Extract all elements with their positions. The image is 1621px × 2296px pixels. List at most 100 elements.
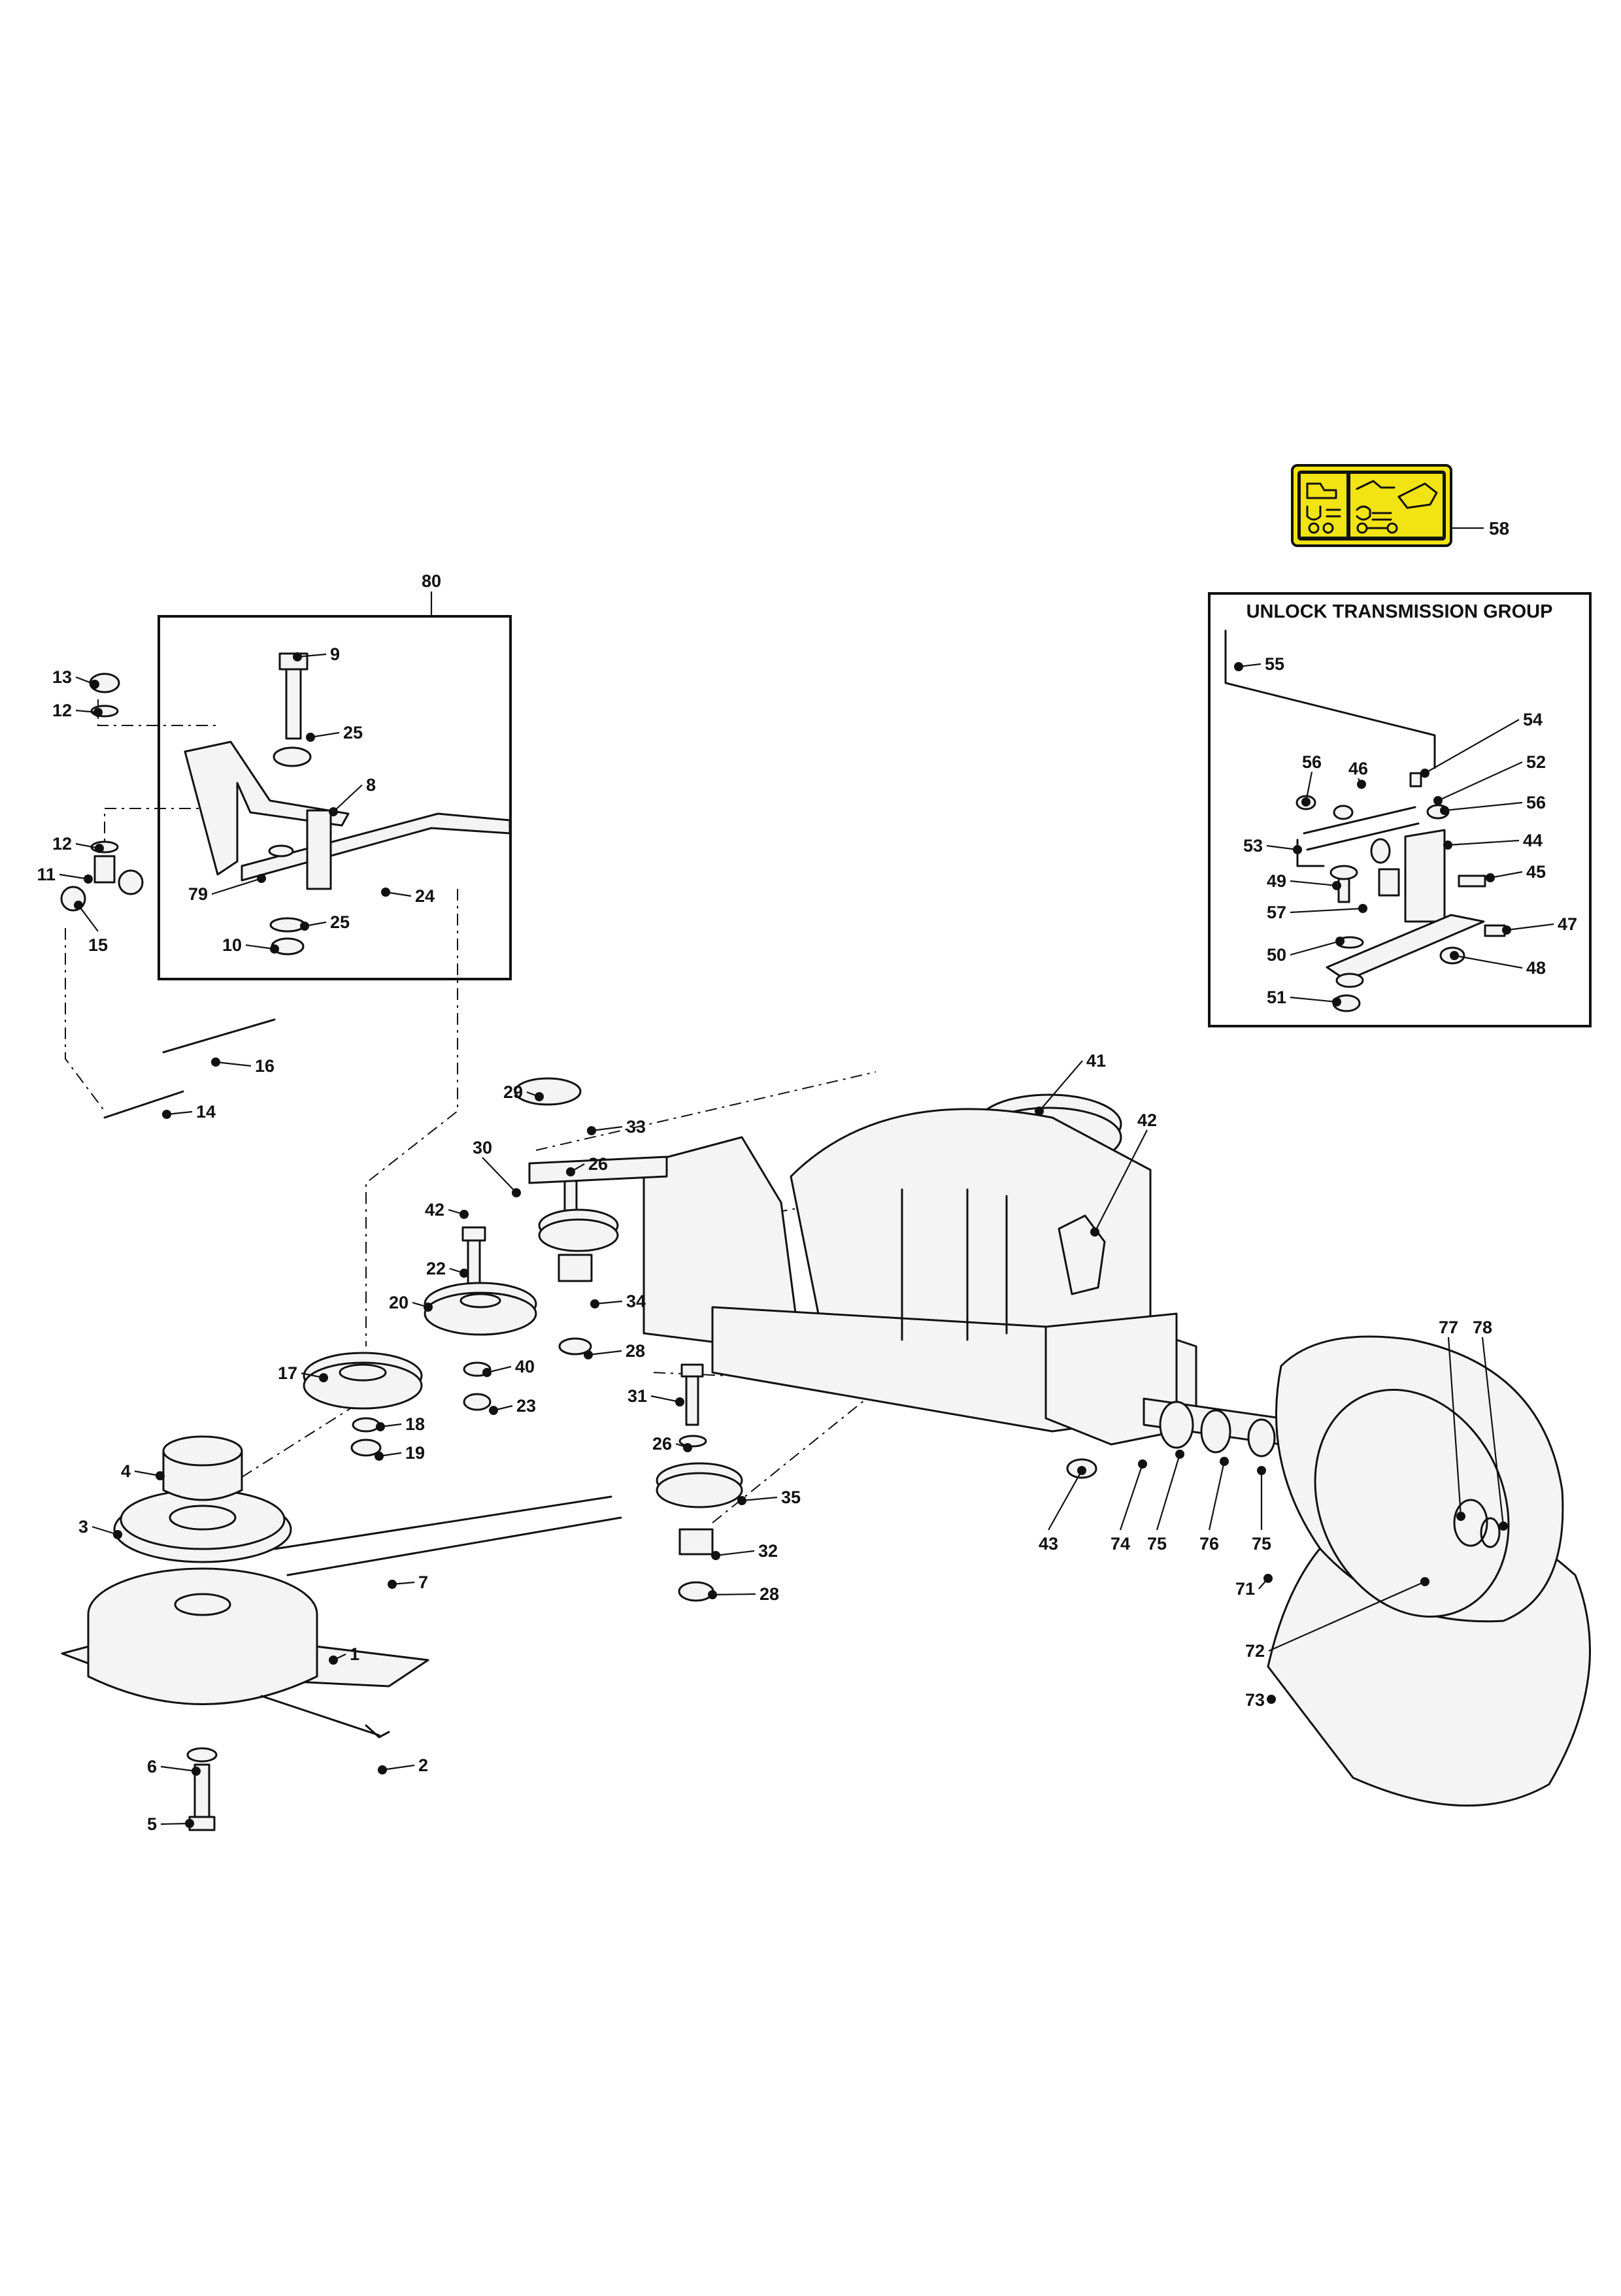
- callout-46: 46: [1348, 759, 1368, 789]
- callout-leader: [1444, 801, 1523, 812]
- callout-25: 25: [300, 912, 350, 932]
- callout-58: 58: [1489, 518, 1509, 539]
- callout-dot: [378, 1765, 387, 1774]
- callout-28: 28: [708, 1584, 779, 1604]
- callout-number: 54: [1523, 710, 1543, 729]
- callout-dot: [93, 708, 103, 717]
- callout-leader: [1506, 923, 1554, 931]
- callout-number: 9: [330, 644, 340, 664]
- callout-number: 23: [516, 1396, 536, 1416]
- callout-11: 11: [37, 865, 93, 884]
- callout-number: 76: [1199, 1534, 1219, 1554]
- callout-dot: [270, 944, 279, 954]
- unlock-transmission-title: UNLOCK TRANSMISSION GROUP: [1246, 601, 1553, 622]
- callout-dot: [1420, 769, 1429, 778]
- callout-dot: [460, 1210, 469, 1219]
- callout-4: 4: [121, 1461, 165, 1481]
- callout-number: 71: [1235, 1579, 1255, 1599]
- callout-number: 5: [147, 1814, 157, 1834]
- callout-10: 10: [222, 935, 279, 955]
- part-belt: [273, 1495, 622, 1576]
- callout-dot: [1358, 904, 1367, 913]
- part-axle: [1143, 1397, 1282, 1457]
- callout-number: 49: [1267, 871, 1286, 891]
- callout-dot: [74, 901, 83, 910]
- callout-leader: [1290, 996, 1337, 1003]
- callout-47: 47: [1502, 914, 1577, 935]
- callout-dot: [1293, 845, 1302, 854]
- callout-24: 24: [381, 886, 435, 906]
- callout-dot: [329, 807, 338, 816]
- callout-leader: [1290, 907, 1363, 914]
- callout-leader: [715, 1550, 755, 1557]
- part-wheel-and-tire: [1267, 1335, 1591, 1807]
- callout-2: 2: [378, 1755, 428, 1775]
- callout-number: 26: [652, 1434, 672, 1454]
- callout-number: 20: [389, 1293, 409, 1312]
- callout-number: 56: [1302, 752, 1322, 772]
- callout-51: 51: [1267, 988, 1341, 1007]
- callout-dot: [683, 1443, 692, 1452]
- callout-26: 26: [652, 1434, 692, 1454]
- callout-18: 18: [376, 1414, 425, 1434]
- callout-12: 12: [52, 834, 104, 854]
- callout-number: 28: [760, 1584, 779, 1604]
- callout-dot: [1138, 1459, 1147, 1469]
- callout-dot: [1420, 1577, 1429, 1586]
- callout-number: 53: [1243, 836, 1263, 856]
- callout-35: 35: [737, 1488, 801, 1507]
- callout-leader: [1156, 1454, 1181, 1531]
- callout-8: 8: [329, 775, 376, 816]
- callout-33: 33: [587, 1117, 646, 1137]
- callout-leader: [160, 1822, 190, 1825]
- callout-leader: [382, 1764, 415, 1771]
- callout-number: 46: [1348, 759, 1368, 778]
- callout-leader: [712, 1593, 756, 1596]
- callout-dot: [1499, 1522, 1508, 1531]
- callout-dot: [192, 1767, 201, 1776]
- callout-leader: [650, 1395, 680, 1403]
- callout-dot: [1267, 1695, 1276, 1704]
- callout-dot: [319, 1373, 328, 1382]
- callout-number: 77: [1439, 1318, 1458, 1337]
- callout-dot: [590, 1299, 599, 1308]
- callout-dot: [1035, 1106, 1044, 1116]
- callout-leader: [1039, 1060, 1083, 1112]
- callout-73: 73: [1245, 1690, 1276, 1710]
- callout-29: 29: [503, 1082, 544, 1102]
- callout-76: 76: [1199, 1457, 1229, 1554]
- callout-number: 7: [418, 1572, 428, 1592]
- callout-dot: [587, 1126, 596, 1135]
- callout-leader: [1208, 1461, 1226, 1531]
- callout-leader: [1290, 880, 1337, 887]
- callout-dot: [211, 1057, 220, 1067]
- callout-dot: [1234, 662, 1243, 671]
- callout-dot: [156, 1471, 165, 1480]
- callout-dot: [113, 1530, 122, 1539]
- callout-number: 51: [1267, 988, 1286, 1007]
- callout-dot: [1456, 1512, 1465, 1521]
- callout-dot: [1440, 806, 1449, 815]
- callout-number: 30: [473, 1138, 492, 1157]
- callout-dot: [535, 1092, 544, 1101]
- callout-dot: [489, 1406, 498, 1415]
- callout-number: 42: [425, 1200, 444, 1220]
- callout-50: 50: [1267, 937, 1345, 965]
- callout-leader: [211, 877, 262, 895]
- callout-dot: [584, 1350, 593, 1359]
- callout-number: 10: [222, 935, 242, 955]
- callout-number: 3: [78, 1517, 88, 1537]
- callout-dot: [675, 1397, 684, 1406]
- callout-dot: [737, 1496, 746, 1505]
- callout-78: 78: [1473, 1318, 1508, 1531]
- callout-dot: [306, 733, 315, 742]
- callout-20: 20: [389, 1293, 433, 1312]
- callout-74: 74: [1111, 1459, 1147, 1554]
- callout-71: 71: [1235, 1574, 1273, 1599]
- callout-44: 44: [1443, 831, 1543, 850]
- callout-23: 23: [489, 1396, 536, 1416]
- callout-number: 74: [1111, 1534, 1130, 1554]
- callout-26: 26: [566, 1154, 608, 1176]
- callout-number: 25: [330, 912, 350, 932]
